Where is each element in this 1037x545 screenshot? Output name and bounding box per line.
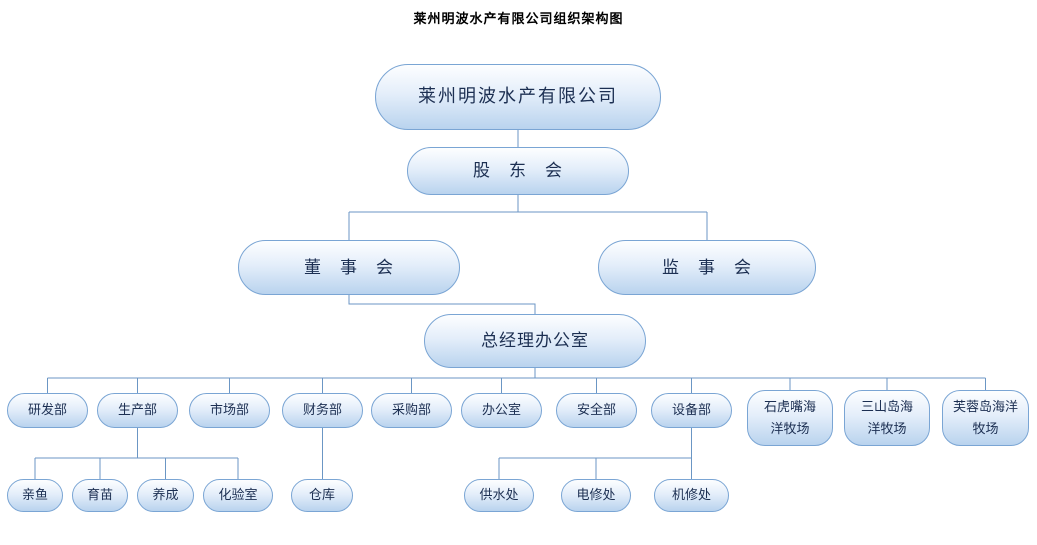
dept-node-shihuzui-ranch: 石虎嘴海洋牧场 <box>747 390 833 446</box>
dept-node-purchasing: 采购部 <box>371 393 452 428</box>
dept-node-sanshandao-ranch: 三山岛海洋牧场 <box>844 390 930 446</box>
dept-node-marketing: 市场部 <box>189 393 270 428</box>
gm-office-node: 总经理办公室 <box>424 314 646 368</box>
dept-node-furongdao-ranch: 芙蓉岛海洋牧场 <box>942 390 1029 446</box>
supervisory-board-node: 监 事 会 <box>598 240 816 295</box>
sub-node-electric-repair: 电修处 <box>561 479 631 512</box>
shareholders-meeting-node: 股 东 会 <box>407 147 629 195</box>
sub-node-lab: 化验室 <box>203 479 273 512</box>
sub-node-warehouse: 仓库 <box>291 479 353 512</box>
sub-node-water-supply: 供水处 <box>464 479 534 512</box>
sub-node-fry: 育苗 <box>72 479 128 512</box>
sub-node-growout: 养成 <box>137 479 194 512</box>
dept-node-finance: 财务部 <box>282 393 363 428</box>
dept-node-production: 生产部 <box>97 393 178 428</box>
chart-title: 莱州明波水产有限公司组织架构图 <box>413 11 624 26</box>
dept-node-office: 办公室 <box>461 393 542 428</box>
board-of-directors-node: 董 事 会 <box>238 240 460 295</box>
dept-node-equipment: 设备部 <box>651 393 732 428</box>
dept-node-safety: 安全部 <box>556 393 637 428</box>
sub-node-machine-repair: 机修处 <box>654 479 729 512</box>
company-root-node: 莱州明波水产有限公司 <box>375 64 661 130</box>
dept-node-rd: 研发部 <box>7 393 88 428</box>
sub-node-broodstock: 亲鱼 <box>7 479 63 512</box>
